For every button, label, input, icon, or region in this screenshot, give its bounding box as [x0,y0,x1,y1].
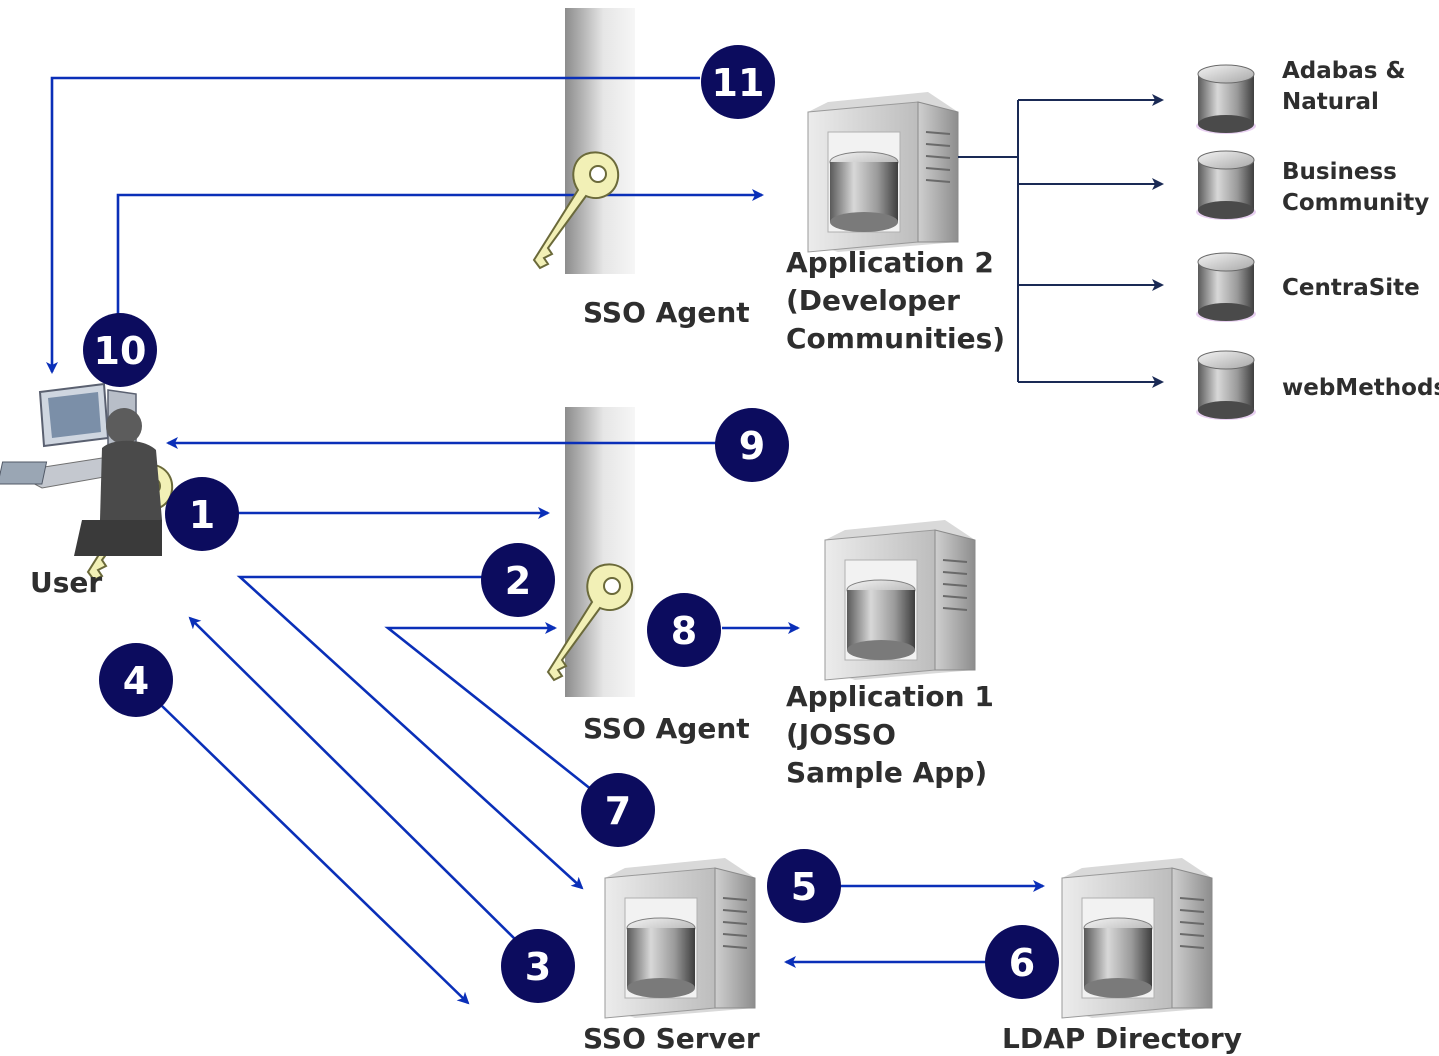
sso-server-label: SSO Server [583,1022,760,1055]
db-label-3: CentraSite [1282,275,1420,301]
svg-text:5: 5 [791,865,817,909]
server-icon [604,857,756,1019]
firewall-icon [565,8,635,274]
db-label-2-line2: Community [1282,190,1429,216]
svg-text:4: 4 [123,659,149,703]
server-icon [807,91,959,253]
flow-arrow-2 [236,575,584,890]
database-icon [1195,252,1257,323]
svg-text:7: 7 [605,789,631,833]
step-badge-10: 10 [83,313,157,387]
step-badge-5: 5 [767,849,841,923]
step-badge-4: 4 [99,643,173,717]
svg-text:10: 10 [94,329,147,373]
server-icon [824,519,976,681]
step-badge-8: 8 [647,593,721,667]
step-badge-7: 7 [581,773,655,847]
firewall-icon [565,407,635,697]
svg-text:11: 11 [712,61,765,105]
database-icon [1195,350,1257,421]
app1-label-line3: Sample App) [786,756,987,789]
app2-label-line1: Application 2 [786,246,994,279]
top-agent-label: SSO Agent [583,296,750,329]
db-label-1-line1: Adabas & [1282,58,1406,84]
flow-arrow-7 [384,622,593,792]
user-label: User [30,566,102,599]
database-icon [1195,150,1257,221]
svg-text:2: 2 [505,559,531,603]
svg-text:1: 1 [189,493,215,537]
step-badge-9: 9 [715,408,789,482]
app1-label-line1: Application 1 [786,680,994,713]
svg-text:9: 9 [739,424,765,468]
db-label-2-line1: Business [1282,159,1397,185]
flow-arrow-4 [161,705,470,1005]
flow-arrow-3 [188,616,523,947]
database-icon [1195,64,1257,135]
app2-label-line2: (Developer [786,284,960,317]
app1-label-line2: (JOSSO [786,718,896,751]
flow-arrow-11 [46,76,700,374]
app2-label-line3: Communities) [786,322,1005,355]
bottom-agent-label: SSO Agent [583,712,750,745]
ldap-label: LDAP Directory [1002,1022,1242,1055]
flow-arrow-10 [116,189,764,320]
step-badge-11: 11 [701,45,775,119]
step-badge-6: 6 [985,925,1059,999]
user-workstation-icon [0,382,162,556]
svg-text:3: 3 [525,945,551,989]
step-badge-1: 1 [165,477,239,551]
svg-text:8: 8 [671,609,697,653]
server-icon [1061,857,1213,1019]
db-label-4: webMethods [1282,375,1439,401]
step-badge-2: 2 [481,543,555,617]
db-label-1-line2: Natural [1282,89,1379,115]
step-badge-3: 3 [501,929,575,1003]
svg-text:6: 6 [1009,941,1035,985]
